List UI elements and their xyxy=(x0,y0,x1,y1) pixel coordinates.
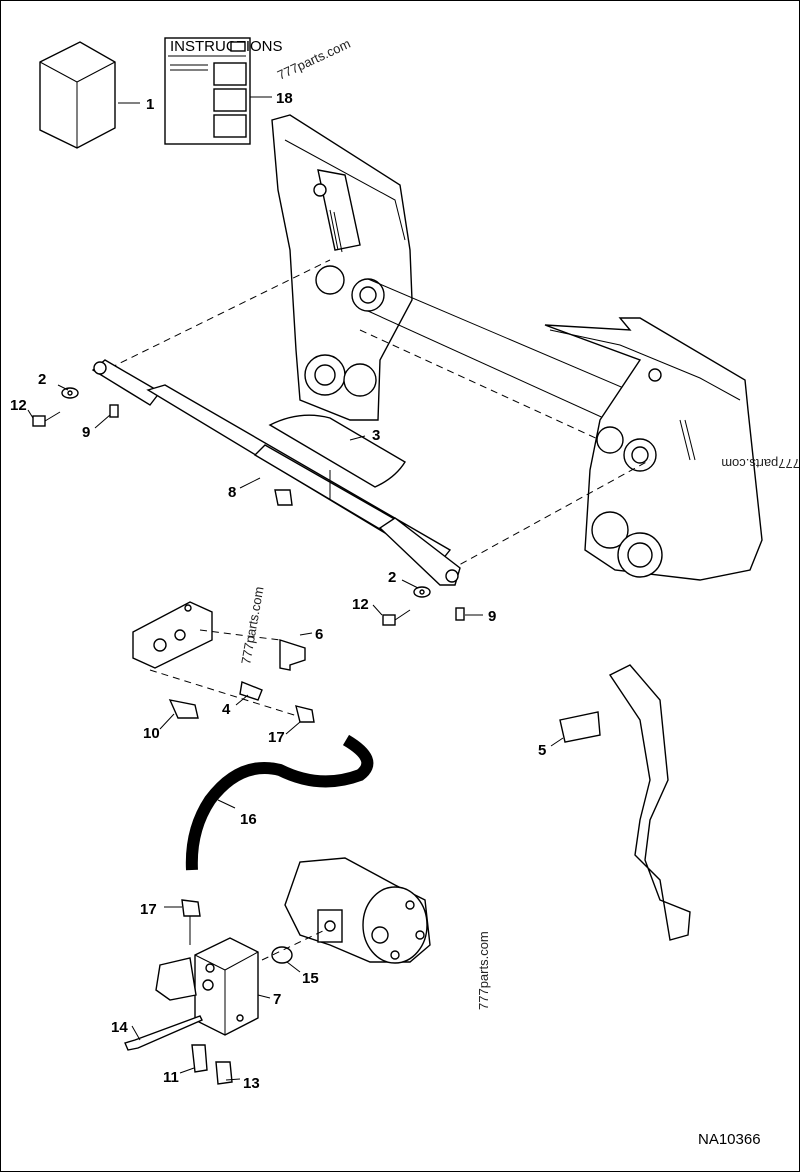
hydraulic-pump xyxy=(284,857,431,964)
callout-14: 14 xyxy=(111,1019,128,1036)
callout-8: 8 xyxy=(228,484,236,501)
callout-4: 4 xyxy=(222,701,231,718)
instruction-sheet: INSTRUCTIONS xyxy=(164,37,283,145)
callout-17-upper: 17 xyxy=(268,729,285,746)
callout-5: 5 xyxy=(538,742,546,759)
grease-fitting-lower xyxy=(455,607,465,621)
adapter-fitting xyxy=(239,681,263,701)
callout-9-lower: 9 xyxy=(488,608,496,625)
grease-fitting-upper xyxy=(109,404,119,418)
callout-2-upper: 2 xyxy=(38,371,46,388)
left-mount-plate xyxy=(271,114,413,421)
callout-18: 18 xyxy=(276,90,293,107)
elbow-fitting xyxy=(279,639,306,671)
callout-15: 15 xyxy=(302,970,319,987)
control-valve xyxy=(155,937,259,1036)
watermark-bottom: 777parts.com xyxy=(476,931,491,1010)
callout-9-upper: 9 xyxy=(82,424,90,441)
right-mount-plate xyxy=(544,317,763,581)
callout-17-lower: 17 xyxy=(140,901,157,918)
callout-3: 3 xyxy=(372,427,380,444)
callout-10: 10 xyxy=(143,725,160,742)
washer-lower xyxy=(413,586,431,598)
watermark-top: 777parts.com xyxy=(275,36,353,83)
callout-7: 7 xyxy=(273,991,281,1008)
lever-bracket xyxy=(608,664,691,941)
o-ring xyxy=(271,946,293,964)
figure-id: NA10366 xyxy=(698,1131,761,1148)
callout-2-lower: 2 xyxy=(388,569,396,586)
switch xyxy=(559,711,601,743)
hydraulic-cylinder xyxy=(91,359,461,586)
callout-6: 6 xyxy=(315,626,323,643)
hose-clamp-lower xyxy=(181,899,201,917)
long-bolt xyxy=(124,1015,203,1051)
watermark-right: 777parts.com xyxy=(721,456,800,471)
hose-clamp-upper xyxy=(295,705,315,723)
bolt-lower xyxy=(382,609,411,626)
hydraulic-hose xyxy=(192,740,368,870)
washer-upper xyxy=(61,387,79,399)
callout-12-lower: 12 xyxy=(352,596,369,613)
elbow-fitting-lower xyxy=(168,699,199,719)
fitting-13 xyxy=(215,1061,233,1085)
instruction-sheet-title: INSTRUCTIONS xyxy=(170,38,283,55)
cylinder-sleeve xyxy=(268,414,406,488)
fitting-11 xyxy=(191,1044,208,1073)
callout-11: 11 xyxy=(163,1069,179,1086)
watermark-middle: 777parts.com xyxy=(238,585,266,665)
bolt-upper xyxy=(32,411,61,427)
callout-13: 13 xyxy=(243,1075,260,1092)
valve-block xyxy=(132,601,213,669)
callout-16: 16 xyxy=(240,811,257,828)
callout-12-upper: 12 xyxy=(10,397,27,414)
callout-1: 1 xyxy=(146,96,154,113)
part-box xyxy=(39,41,116,149)
